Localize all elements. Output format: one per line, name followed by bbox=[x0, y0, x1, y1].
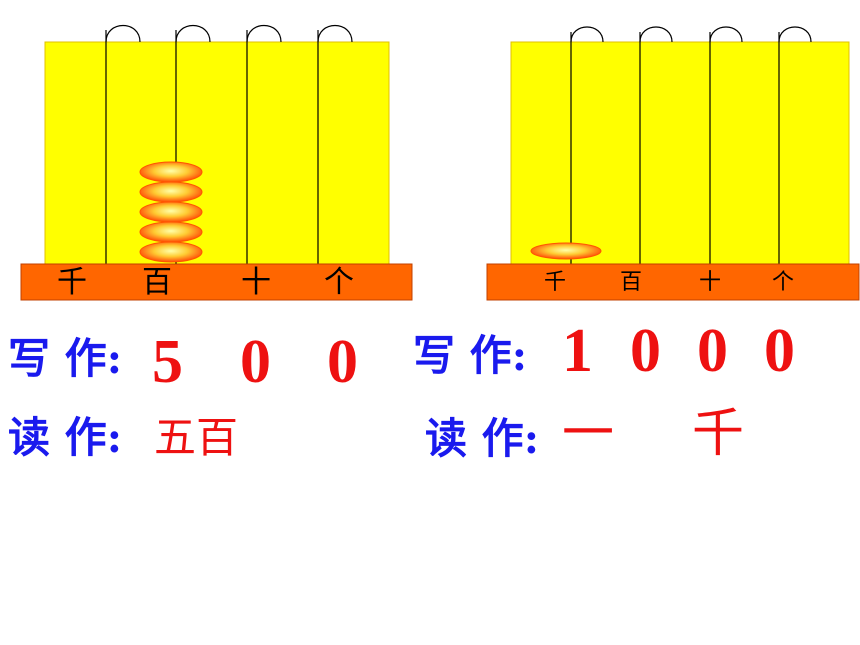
right-write-label: 写 作: bbox=[413, 331, 528, 380]
right-write-digit: 0 bbox=[630, 317, 661, 385]
left-rod-hook bbox=[175, 25, 211, 43]
right-read-label: 读 作: bbox=[425, 414, 540, 463]
right-write-digit: 1 bbox=[562, 317, 593, 385]
left-place-tens: 十 bbox=[241, 265, 271, 300]
left-abacus bbox=[20, 25, 413, 301]
bead bbox=[530, 242, 602, 260]
right-abacus-frame bbox=[510, 41, 850, 265]
right-place-hundreds: 百 bbox=[620, 270, 643, 295]
left-write-digit: 0 bbox=[240, 328, 271, 396]
right-rod-hook bbox=[709, 26, 743, 43]
left-rod-hook bbox=[317, 25, 353, 43]
right-read-char: 一 bbox=[562, 404, 615, 464]
left-read-label: 读 作: bbox=[8, 413, 123, 462]
left-write-digit: 0 bbox=[327, 328, 358, 396]
bead bbox=[139, 221, 203, 243]
left-read-text: 五百 bbox=[154, 413, 239, 462]
bead bbox=[139, 161, 203, 183]
bead bbox=[139, 201, 203, 223]
left-place-hundreds: 百 bbox=[142, 265, 172, 300]
bead bbox=[139, 181, 203, 203]
right-place-thousands: 千 bbox=[544, 270, 567, 295]
right-abacus bbox=[486, 26, 860, 301]
right-rod-hook bbox=[778, 26, 812, 43]
left-place-ones: 个 bbox=[324, 265, 354, 300]
right-rod-hook bbox=[570, 26, 604, 43]
right-abacus-base bbox=[486, 263, 860, 301]
left-rod-hook bbox=[105, 25, 141, 43]
bead bbox=[139, 241, 203, 263]
right-write-digit: 0 bbox=[764, 317, 795, 385]
left-place-thousands: 千 bbox=[57, 265, 87, 300]
right-rod-hook bbox=[639, 26, 673, 43]
right-place-tens: 十 bbox=[699, 270, 722, 295]
right-place-ones: 个 bbox=[772, 270, 795, 295]
left-rod-hook bbox=[246, 25, 282, 43]
left-abacus-base bbox=[20, 263, 413, 301]
right-write-digit: 0 bbox=[697, 317, 728, 385]
left-write-digit: 5 bbox=[152, 328, 183, 396]
left-write-label: 写 作: bbox=[8, 334, 123, 383]
left-abacus-frame bbox=[44, 41, 390, 265]
right-read-char: 千 bbox=[692, 404, 745, 464]
